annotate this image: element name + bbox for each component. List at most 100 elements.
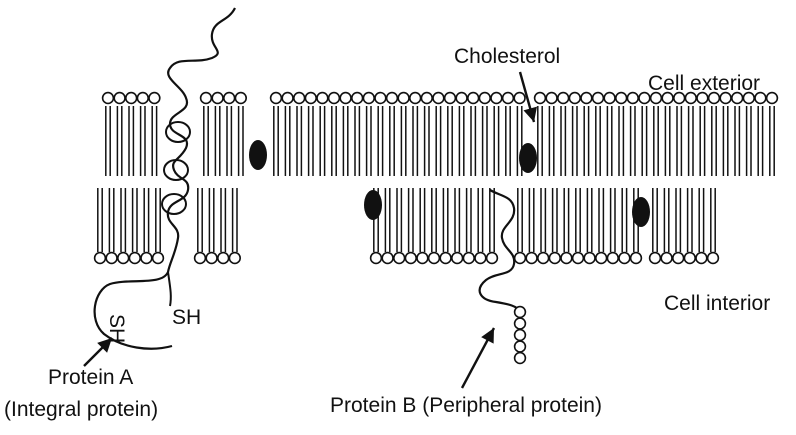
cholesterol-molecule (632, 197, 650, 227)
inner-lipid-head (429, 253, 440, 264)
protein-a-subtitle: (Integral protein) (4, 398, 158, 422)
outer-lipid-head (468, 93, 479, 104)
inner-lipid-head (218, 253, 229, 264)
inner-lipid-head (596, 253, 607, 264)
outer-lipid-head (616, 93, 627, 104)
inner-lipid-head (382, 253, 393, 264)
sh-group-label-rotated: SH (104, 314, 128, 343)
outer-lipid-head (398, 93, 409, 104)
inner-lipid-head (631, 253, 642, 264)
outer-lipid-head (363, 93, 374, 104)
inner-lipid-head (650, 253, 661, 264)
outer-lipid-head (329, 93, 340, 104)
outer-lipid-head (149, 93, 160, 104)
outer-lipid-head (126, 93, 137, 104)
inner-lipid-head (696, 253, 707, 264)
phospholipid-tails (98, 106, 774, 252)
outer-lipid-head (282, 93, 293, 104)
inner-lipid-head (417, 253, 428, 264)
cholesterol-molecule (249, 140, 267, 170)
outer-lipid-head (581, 93, 592, 104)
inner-lipid-head (206, 253, 217, 264)
cell-interior-label: Cell interior (664, 292, 770, 316)
protein-b-bead (515, 318, 526, 329)
outer-lipid-head (503, 93, 514, 104)
inner-lipid-head (195, 253, 206, 264)
outer-lipid-head (604, 93, 615, 104)
outer-lipid-head (514, 93, 525, 104)
inner-lipid-head (141, 253, 152, 264)
protein-b-bead (515, 353, 526, 364)
outer-lipid-head (212, 93, 223, 104)
inner-lipid-head (708, 253, 719, 264)
outer-lipid-head (546, 93, 557, 104)
protein-b-bead (515, 307, 526, 318)
inner-lipid-head (118, 253, 129, 264)
inner-lipid-head (106, 253, 117, 264)
inner-lipid-head (673, 253, 684, 264)
outer-lipid-head (479, 93, 490, 104)
protein-b-label: Protein B (Peripheral protein) (330, 394, 602, 418)
inner-lipid-head (405, 253, 416, 264)
inner-lipid-head (684, 253, 695, 264)
outer-lipid-head (433, 93, 444, 104)
outer-lipid-head (271, 93, 282, 104)
protein-b-bead (515, 341, 526, 352)
outer-lipid-head (294, 93, 305, 104)
outer-lipid-head (767, 93, 778, 104)
outer-lipid-head (201, 93, 212, 104)
protein-a-helix-loop (166, 122, 190, 142)
inner-lipid-head (463, 253, 474, 264)
outer-lipid-head (340, 93, 351, 104)
inner-lipid-head (607, 253, 618, 264)
outer-lipid-head (352, 93, 363, 104)
outer-lipid-head (569, 93, 580, 104)
outer-lipid-head (305, 93, 316, 104)
cell-exterior-label: Cell exterior (648, 72, 760, 96)
outer-lipid-head (137, 93, 148, 104)
inner-lipid-head (573, 253, 584, 264)
inner-lipid-head (153, 253, 164, 264)
inner-lipid-head (452, 253, 463, 264)
outer-lipid-head (491, 93, 502, 104)
protein-a-label: Protein A (48, 366, 133, 390)
inner-lipid-head (538, 253, 549, 264)
outer-lipid-head (445, 93, 456, 104)
outer-lipid-head (375, 93, 386, 104)
inner-lipid-head (475, 253, 486, 264)
protein-a-sh-link (168, 272, 171, 306)
inner-lipid-head (549, 253, 560, 264)
protein-b-chain (480, 190, 520, 312)
protein-a-helix-loop (164, 160, 188, 180)
outer-lipid-head (456, 93, 467, 104)
sh-group-label: SH (172, 306, 201, 330)
inner-lipid-head (229, 253, 240, 264)
outer-lipid-head (593, 93, 604, 104)
inner-phospholipid-heads (95, 253, 719, 264)
inner-lipid-head (487, 253, 498, 264)
protein-a-chain (95, 8, 235, 349)
inner-lipid-head (440, 253, 451, 264)
outer-lipid-head (387, 93, 398, 104)
inner-lipid-head (526, 253, 537, 264)
outer-lipid-head (558, 93, 569, 104)
inner-lipid-head (661, 253, 672, 264)
outer-lipid-head (114, 93, 125, 104)
outer-lipid-head (410, 93, 421, 104)
inner-lipid-head (394, 253, 405, 264)
cholesterol-arrow-head (524, 107, 538, 122)
inner-lipid-head (95, 253, 106, 264)
cholesterol-molecule (519, 143, 537, 173)
inner-lipid-head (129, 253, 140, 264)
protein-b-bead (515, 330, 526, 341)
outer-lipid-head (235, 93, 246, 104)
inner-lipid-head (371, 253, 382, 264)
inner-lipid-head (619, 253, 630, 264)
cholesterol-molecule (364, 190, 382, 220)
outer-lipid-head (103, 93, 114, 104)
outer-lipid-head (224, 93, 235, 104)
inner-lipid-head (561, 253, 572, 264)
outer-lipid-head (627, 93, 638, 104)
cholesterol-label: Cholesterol (454, 45, 560, 69)
